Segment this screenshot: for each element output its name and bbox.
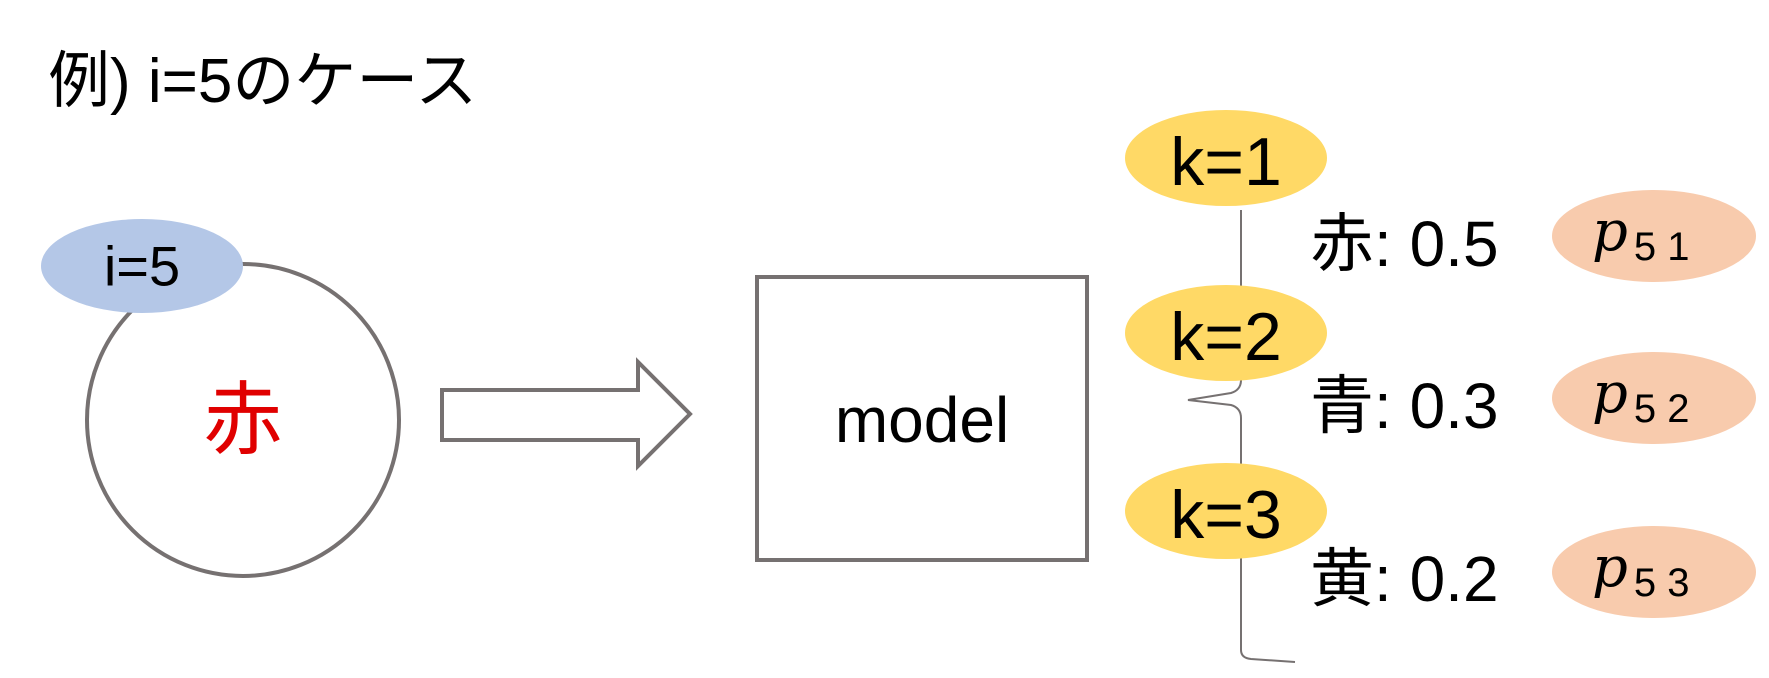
output-color-name: 赤 <box>1310 208 1374 280</box>
k-badge <box>1125 463 1327 559</box>
p-badge <box>1552 526 1756 618</box>
page-title: 例) i=5のケース <box>48 47 477 116</box>
input-color-char: 赤 <box>203 376 283 465</box>
input-circle <box>85 262 401 578</box>
k-label: k=1 <box>1170 124 1282 200</box>
flow-arrow <box>440 357 693 471</box>
output-probability: : 0.3 <box>1374 370 1499 442</box>
output-probability: : 0.5 <box>1374 208 1499 280</box>
p-subscript: 5 3 <box>1634 561 1690 605</box>
p-badge <box>1552 352 1756 444</box>
output-row-text: 黄: 0.2 <box>1310 543 1499 615</box>
p-subscript: 5 1 <box>1634 225 1690 269</box>
index-label: i=5 <box>104 235 180 298</box>
output-probability: : 0.2 <box>1374 543 1499 615</box>
k-badge <box>1125 285 1327 381</box>
k-label: k=3 <box>1170 477 1282 553</box>
k-badge <box>1125 110 1327 206</box>
output-brace <box>1187 210 1296 663</box>
p-base: p <box>1592 199 1628 264</box>
output-color-name: 青 <box>1310 370 1374 442</box>
model-label: model <box>835 384 1009 456</box>
output-color-name: 黄 <box>1310 543 1374 615</box>
p-badge <box>1552 190 1756 282</box>
p-base: p <box>1592 361 1628 426</box>
k-label: k=2 <box>1170 299 1282 375</box>
index-badge <box>41 219 243 313</box>
output-row-text: 青: 0.3 <box>1310 370 1499 442</box>
p-base: p <box>1592 535 1628 600</box>
model-box <box>755 275 1089 562</box>
p-subscript: 5 2 <box>1634 387 1690 431</box>
output-row-text: 赤: 0.5 <box>1310 208 1499 280</box>
